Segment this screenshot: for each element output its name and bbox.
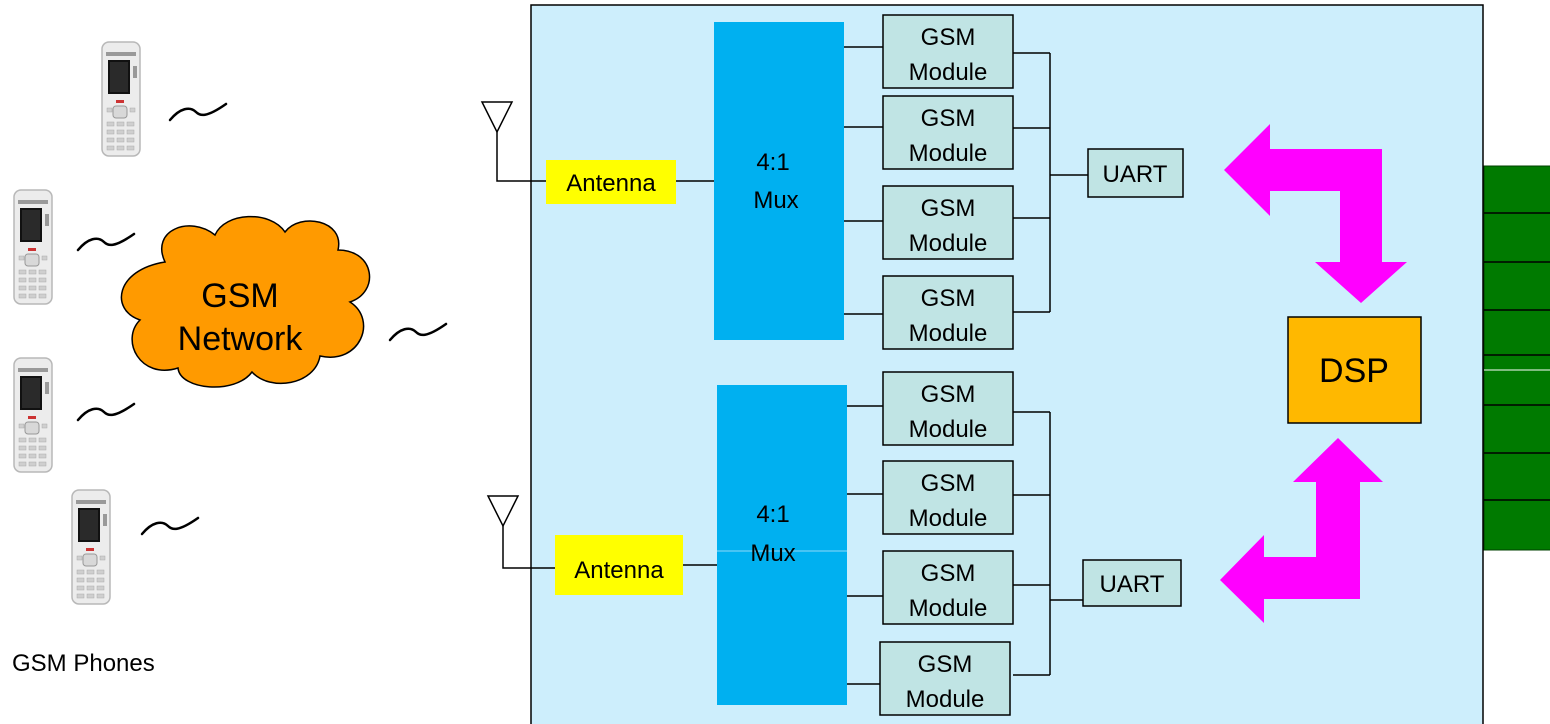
uart-label-top: UART [1103, 161, 1168, 188]
gsm-module-label-line1: GSM [921, 105, 976, 132]
gsm-module-label-line1: GSM [921, 285, 976, 312]
gsm-network-cloud: GSM Network [120, 215, 371, 388]
dsp-label: DSP [1319, 352, 1389, 390]
gsm-module: GSM Module [882, 550, 1014, 625]
antenna-label-top: Antenna [566, 170, 656, 197]
gsm-module-label-line2: Module [909, 595, 988, 622]
gsm-module: GSM Module [879, 641, 1011, 716]
gsm-module-label-line2: Module [909, 505, 988, 532]
gsm-module-label-line2: Module [906, 686, 985, 713]
dsp-block: DSP [1287, 316, 1422, 424]
gsm-module-label-line2: Module [909, 140, 988, 167]
gsm-module-label-line2: Module [909, 416, 988, 443]
mobile-phone-icon [101, 41, 141, 157]
gsm-module: GSM Module [882, 14, 1014, 89]
phones-caption: GSM Phones [12, 650, 155, 677]
mux-bottom-label-line2: Mux [750, 540, 795, 567]
wireless-signal-icon [140, 516, 200, 536]
gsm-module-label-line1: GSM [921, 381, 976, 408]
uart-label-bottom: UART [1100, 571, 1165, 598]
cloud-label-line2: Network [178, 320, 304, 358]
mobile-phone-icon [13, 357, 53, 473]
gsm-module-label-line2: Module [909, 230, 988, 257]
mux-top-label-line2: Mux [753, 187, 798, 214]
gsm-module: GSM Module [882, 275, 1014, 350]
backplane-connector [1483, 165, 1550, 551]
gsm-module-label-line1: GSM [921, 470, 976, 497]
gsm-module: GSM Module [882, 460, 1014, 535]
wireless-signal-icon [388, 322, 448, 342]
bidirectional-arrow-bottom [1220, 438, 1383, 623]
mux-bottom-label-line1: 4:1 [756, 501, 789, 528]
wireless-signal-icon [168, 102, 228, 122]
antenna-icon [486, 495, 555, 569]
gsm-module: GSM Module [882, 371, 1014, 446]
gsm-module: GSM Module [882, 95, 1014, 170]
gsm-module: GSM Module [882, 185, 1014, 260]
gsm-module-label-line2: Module [909, 59, 988, 86]
mux-top [714, 22, 844, 340]
mux-bottom [717, 385, 847, 705]
antenna-label-bottom: Antenna [574, 557, 664, 584]
mobile-phone-icon [71, 489, 111, 605]
antenna-block-top [546, 160, 676, 204]
bidirectional-arrow-top [1224, 124, 1407, 303]
mobile-phone-icon [13, 189, 53, 305]
cloud-label-line1: GSM [201, 277, 278, 315]
gsm-module-label-line1: GSM [921, 195, 976, 222]
gsm-module-label-line1: GSM [921, 24, 976, 51]
gsm-module-label-line1: GSM [918, 651, 973, 678]
gsm-module-label-line1: GSM [921, 560, 976, 587]
mux-top-label-line1: 4:1 [756, 149, 789, 176]
wireless-signal-icon [76, 232, 136, 252]
antenna-icon [480, 101, 546, 182]
uart-block-bottom: UART [1082, 559, 1182, 607]
wireless-signal-icon [76, 402, 136, 422]
uart-block-top: UART [1087, 148, 1184, 198]
gsm-module-label-line2: Module [909, 320, 988, 347]
antenna-block-bottom [555, 535, 683, 595]
